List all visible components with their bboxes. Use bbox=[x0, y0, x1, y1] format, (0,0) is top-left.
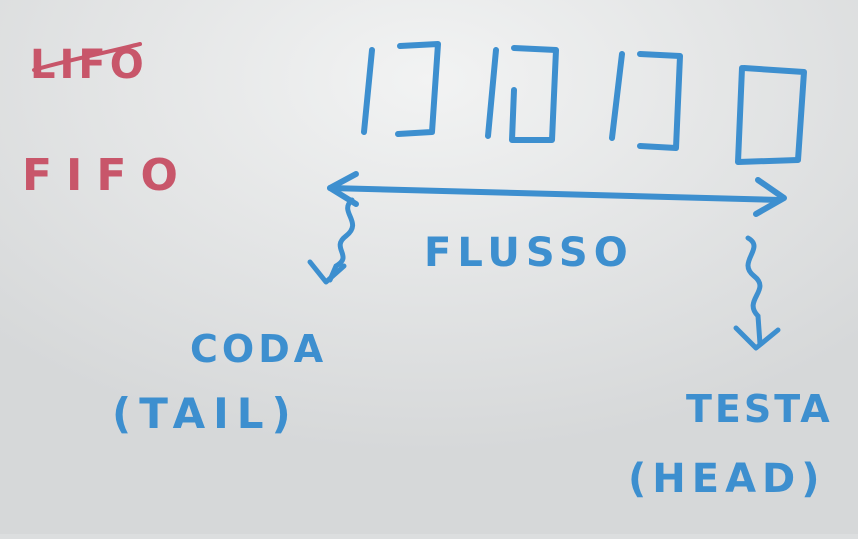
tail-label: CODA bbox=[190, 327, 327, 371]
head-pointer-arrow bbox=[733, 235, 781, 351]
lifo-note: LIFO bbox=[30, 42, 144, 88]
tail-sublabel: (TAIL) bbox=[112, 389, 299, 438]
flow-arrow bbox=[327, 171, 787, 217]
queue-slots bbox=[361, 41, 807, 165]
head-label: TESTA bbox=[686, 387, 833, 431]
fifo-label: FIFO bbox=[22, 150, 192, 201]
queue-slot bbox=[609, 51, 683, 151]
flow-label: FLUSSO bbox=[424, 230, 634, 276]
queue-slot bbox=[485, 45, 559, 143]
tail-pointer-arrow bbox=[307, 197, 355, 285]
queue-slot bbox=[735, 65, 807, 165]
strike-through-line bbox=[32, 42, 142, 72]
head-sublabel: (HEAD) bbox=[628, 456, 826, 502]
queue-slot bbox=[361, 41, 441, 137]
